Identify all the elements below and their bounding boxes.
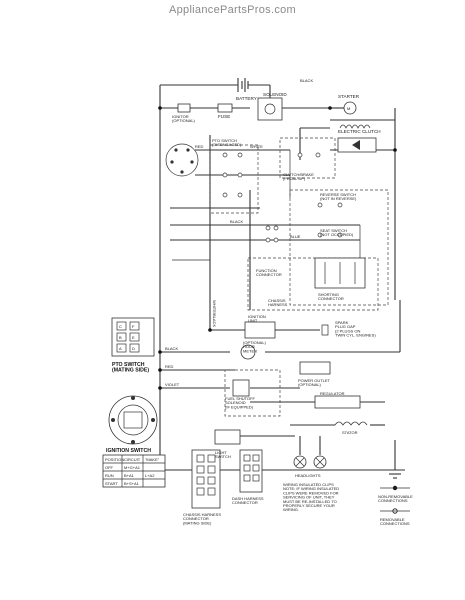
spark-plug-symbol [321,324,329,336]
table-header-make: "MAKE" [145,457,160,462]
function-connector-box [247,257,379,311]
stator-coil [334,421,368,426]
power-outlet-symbol [299,361,331,375]
label-solenoid: SOLENOID [263,92,287,97]
svg-text:B: B [119,335,122,340]
fuel-shutoff-symbol [232,379,250,397]
wire-tag-red-outlet: RED [165,364,174,369]
label-fuse: FUSE [218,114,230,119]
table-header-position: POSITION [105,457,124,462]
fuse-symbol [217,103,233,113]
pto-switch-box [209,144,259,214]
label-pto-mating: PTO SWITCH(MATING SIDE) [112,362,149,373]
wire-tag-black-top: BLACK [300,78,313,83]
label-headlights: HEADLIGHTS [295,473,321,478]
wire-tag-white-black: WHITE/BLACK [212,300,217,327]
wire-tag-red: RED [195,144,204,149]
wire-tag-black-hour: BLACK [165,346,178,351]
wire-tag-violet: VIOLET [165,382,180,387]
ignition-unit-symbol [244,321,276,339]
switch-contacts [222,152,343,243]
svg-text:M: M [347,106,350,111]
pto-circle-switch [165,143,199,177]
label-seat-switch: SEAT SWITCH(NOT OCCUPIED) [320,228,354,237]
table-cell: B+S+A1 [124,481,140,486]
label-battery: BATTERY [236,96,257,101]
table-cell: B+A1 [124,473,135,478]
table-cell: RUN [105,473,114,478]
starter-symbol [343,101,357,115]
dash-harness-connector-symbol [239,449,263,493]
label-regulator: REGULATOR [320,391,345,396]
hour-meter-symbol [240,344,256,360]
fuel-shutoff-box [224,369,281,417]
battery-symbol [237,78,249,92]
ignitor-symbol [177,103,191,113]
table-cell: OFF [105,465,114,470]
label-reverse-switch: REVERSE SWITCH(NOT IN REVERSE) [320,192,357,201]
label-pto-switch: PTO SWITCH(DISENGAGED) [212,138,242,147]
clutch-brake-box [279,137,336,179]
site-watermark: AppliancePartsPros.com [168,4,297,16]
electric-clutch-coil [339,124,371,129]
wire-tag-black-mid: BLACK [230,219,243,224]
ignition-switch-table [102,454,166,488]
chassis-harness-connector-symbol [191,449,221,509]
label-power-outlet: POWER OUTLET(OPTIONAL) [298,378,331,387]
label-starter: STARTER [338,94,360,99]
light-switch-symbol [214,429,241,445]
pto-switch-mating-side: C F B E A D [111,317,155,357]
label-ignition-switch: IGNITION SWITCH [106,448,151,454]
label-stator: STATOR [342,430,358,435]
ground-symbol [385,469,405,479]
svg-text:F: F [132,324,135,329]
regulator-symbol [314,395,361,409]
wire-tag-blue: BLUE [290,234,301,239]
table-header-circuit: CIRCUIT [124,457,141,462]
label-electric-clutch: ELECTRIC CLUTCH [338,129,381,134]
svg-text:C: C [119,324,122,329]
table-cell: M+G+A1 [124,465,141,470]
ignition-switch-symbol [108,395,158,445]
label-clutch-brake: CLUTCH/BRAKE(PEDAL UP) [283,172,314,181]
table-cell: L+A2 [145,473,155,478]
solenoid-symbol [257,97,283,121]
label-ignitor: IGNITOR(OPTIONAL) [172,114,196,123]
reverse-seat-dashed-box [289,189,389,306]
wire-tag-white: WHITE [250,144,263,149]
junction-dots [158,106,397,390]
table-cell: START [105,481,118,486]
svg-text:E: E [132,335,135,340]
svg-text:D: D [132,346,135,351]
svg-text:A: A [119,346,122,351]
